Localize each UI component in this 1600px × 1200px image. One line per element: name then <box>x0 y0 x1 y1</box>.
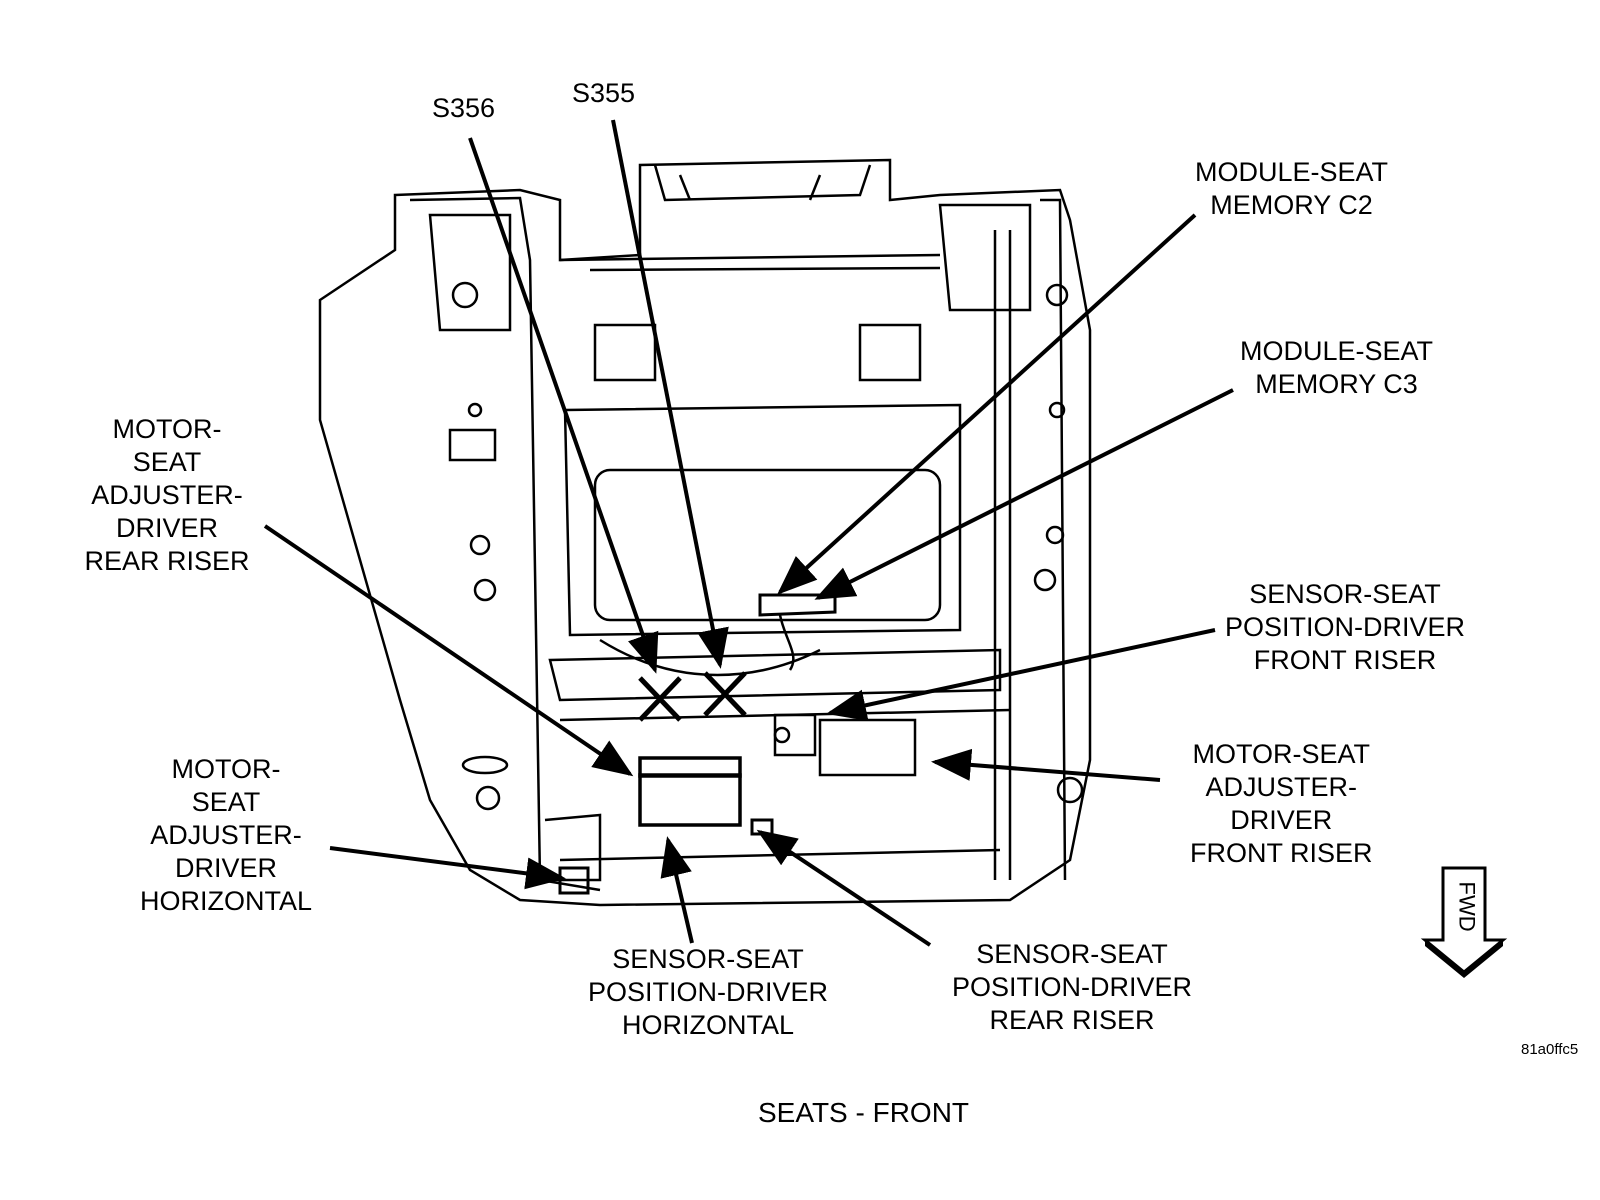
leader-module-c3 <box>814 388 1234 600</box>
callout-text: ADJUSTER- <box>1205 772 1358 802</box>
callout-motor-rear-riser: MOTOR- SEAT ADJUSTER- DRIVER REAR RISER <box>72 413 262 578</box>
callout-text: POSITION-DRIVER <box>587 977 829 1007</box>
callout-text: FRONT RISER <box>1253 645 1437 675</box>
callout-text: ADJUSTER- <box>150 820 302 850</box>
callout-text: REAR RISER <box>989 1005 1155 1035</box>
image-code: 81a0ffc5 <box>1521 1041 1579 1058</box>
callout-motor-horizontal: MOTOR- SEAT ADJUSTER- DRIVER HORIZONTAL <box>126 753 326 918</box>
callout-text: SEAT <box>191 787 261 817</box>
callout-text: REAR RISER <box>84 546 250 576</box>
leader-sensor-rear-riser <box>756 829 932 947</box>
callout-text: MOTOR- <box>171 754 281 784</box>
callout-text: SENSOR-SEAT <box>612 944 804 974</box>
callout-text: MEMORY C3 <box>1255 369 1418 399</box>
callout-sensor-rear-riser: SENSOR-SEAT POSITION-DRIVER REAR RISER <box>937 938 1207 1037</box>
callout-text: ADJUSTER- <box>91 480 243 510</box>
figure-caption: SEATS - FRONT <box>758 1097 970 1128</box>
callout-s355: S355 <box>572 77 635 110</box>
leader-lines <box>263 119 1234 947</box>
callout-sensor-front-riser: SENSOR-SEAT POSITION-DRIVER FRONT RISER <box>1225 578 1465 677</box>
callout-text: DRIVER <box>115 513 218 543</box>
callout-text: POSITION-DRIVER <box>1225 612 1466 642</box>
callout-text: DRIVER <box>1230 805 1333 835</box>
callout-text: MOTOR-SEAT <box>1192 739 1371 769</box>
callout-text: MODULE-SEAT <box>1240 336 1434 366</box>
leader-s355 <box>611 119 729 669</box>
leader-motor-rear-riser <box>263 524 634 777</box>
callout-s356: S356 <box>432 92 495 125</box>
leader-s356 <box>468 137 659 674</box>
callout-text: SENSOR-SEAT <box>1249 579 1441 609</box>
callout-text: SENSOR-SEAT <box>976 939 1168 969</box>
callout-text: DRIVER <box>174 853 277 883</box>
leader-sensor-front-riser <box>826 628 1216 722</box>
callout-text: SEAT <box>132 447 202 477</box>
callout-text: MEMORY C2 <box>1210 190 1373 220</box>
callout-text: POSITION-DRIVER <box>951 972 1193 1002</box>
seat-frame-outline <box>318 158 1092 907</box>
callout-text: HORIZONTAL <box>621 1010 794 1040</box>
callout-motor-front-riser: MOTOR-SEAT ADJUSTER- DRIVER FRONT RISER <box>1190 738 1373 870</box>
fwd-label: FWD <box>1454 881 1480 932</box>
leader-sensor-horizontal <box>660 836 694 944</box>
callout-text: S355 <box>572 78 636 108</box>
fwd-arrow-icon <box>1420 866 1508 978</box>
callout-text: MODULE-SEAT <box>1195 157 1389 187</box>
callout-sensor-horizontal: SENSOR-SEAT POSITION-DRIVER HORIZONTAL <box>573 943 843 1042</box>
callout-text: FRONT RISER <box>1190 838 1373 868</box>
leader-motor-front-riser <box>931 748 1161 782</box>
callout-module-seat-memory-c3: MODULE-SEAT MEMORY C3 <box>1240 335 1433 401</box>
leader-motor-horizontal <box>329 846 566 890</box>
callout-text: S356 <box>432 93 496 123</box>
callout-module-seat-memory-c2: MODULE-SEAT MEMORY C2 <box>1195 156 1388 222</box>
callout-text: HORIZONTAL <box>139 886 312 916</box>
leader-module-c2 <box>777 213 1197 595</box>
callout-text: MOTOR- <box>112 414 222 444</box>
splice-marks <box>638 671 747 722</box>
